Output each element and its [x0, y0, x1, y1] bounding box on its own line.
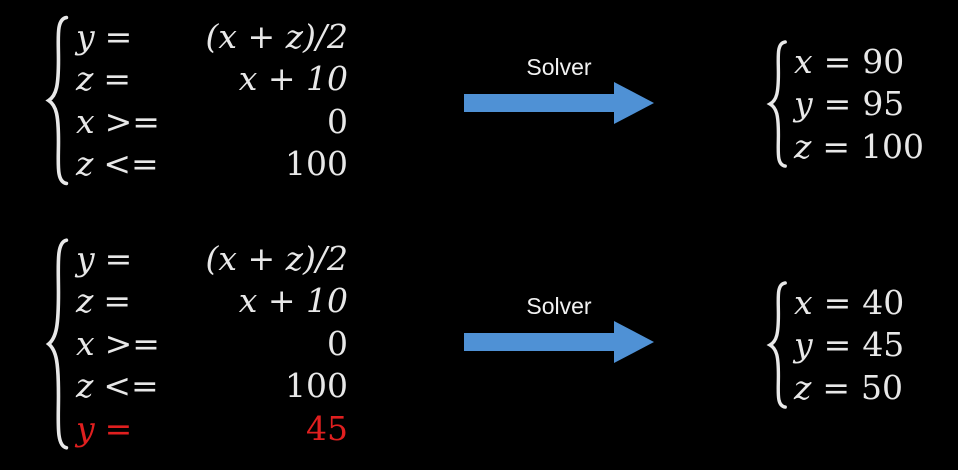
- relation: =: [104, 238, 133, 278]
- arrow-body: [464, 333, 615, 351]
- solution-row: x=40: [794, 281, 904, 324]
- constraint-lhs: z=: [76, 281, 131, 320]
- value: 95: [862, 84, 905, 124]
- solution-row: y=45: [794, 324, 904, 367]
- variable: y: [76, 238, 95, 278]
- constraint-row: z<= 100: [76, 143, 348, 186]
- constraint-row: x>= 0: [76, 322, 348, 365]
- expression: x + 10: [238, 281, 348, 321]
- variable: y: [794, 325, 813, 365]
- solution-row: x=90: [794, 40, 924, 83]
- expression: 0: [327, 101, 348, 141]
- constraint-lhs: y=: [76, 409, 132, 448]
- constraint-row-added-red: y= 45: [76, 407, 348, 450]
- variable: z: [76, 59, 94, 99]
- variable: z: [76, 281, 94, 321]
- arrow-head: [614, 321, 654, 363]
- constraint-lhs: z<=: [76, 366, 159, 405]
- solution-row: y=95: [794, 83, 924, 126]
- solver-label: Solver: [526, 54, 592, 80]
- expression: 45: [306, 408, 348, 448]
- relation: <=: [103, 366, 159, 406]
- solution-rows: x=90 y=95 z=100: [794, 40, 924, 168]
- variable: x: [76, 101, 95, 141]
- solution-row: z=50: [794, 366, 904, 409]
- variable: y: [76, 16, 95, 56]
- expression: 100: [285, 144, 348, 184]
- solver-block-top: Solver: [464, 53, 654, 124]
- relation: >=: [104, 101, 160, 141]
- variable: x: [794, 282, 813, 322]
- arrow-head: [614, 82, 654, 124]
- solver-arrow-icon: [464, 321, 654, 363]
- solver-arrow-icon: [464, 82, 654, 124]
- constraint-row: y= (x + z)/2: [76, 15, 348, 58]
- variable: z: [794, 367, 812, 407]
- left-brace-icon: [44, 15, 72, 186]
- constraint-lhs: x>=: [76, 102, 160, 141]
- arrow-body: [464, 94, 615, 112]
- constraint-lhs: y=: [76, 17, 132, 56]
- constraint-lhs: z=: [76, 59, 131, 98]
- constraint-row: z<= 100: [76, 365, 348, 408]
- constraint-lhs: y=: [76, 239, 132, 278]
- relation: =: [104, 16, 133, 56]
- variable: x: [794, 41, 813, 81]
- constraint-rows: y= (x + z)/2 z= x + 10 x>= 0 z<= 100: [76, 15, 348, 185]
- variable: z: [794, 126, 812, 166]
- variable: z: [76, 144, 94, 184]
- constraint-row: y= (x + z)/2: [76, 237, 348, 280]
- solver-block-bottom: Solver: [464, 292, 654, 363]
- left-brace-icon: [766, 40, 790, 168]
- expression: 100: [285, 366, 348, 406]
- relation: =: [822, 126, 851, 166]
- left-brace-icon: [44, 237, 72, 451]
- variable: z: [76, 366, 94, 406]
- relation: =: [823, 84, 852, 124]
- variable: x: [76, 323, 95, 363]
- constraint-lhs: x>=: [76, 324, 160, 363]
- solver-label: Solver: [526, 293, 592, 319]
- solution-set-top: x=90 y=95 z=100: [766, 40, 926, 168]
- relation: =: [823, 325, 852, 365]
- constraint-rows: y= (x + z)/2 z= x + 10 x>= 0 z<= 100 y= …: [76, 237, 348, 450]
- relation: =: [104, 408, 133, 448]
- relation: =: [103, 59, 132, 99]
- relation: <=: [103, 144, 159, 184]
- expression: 0: [327, 323, 348, 363]
- value: 100: [861, 126, 925, 166]
- variable: y: [76, 408, 95, 448]
- relation: =: [823, 41, 852, 81]
- solution-set-bottom: x=40 y=45 z=50: [766, 281, 926, 409]
- variable: y: [794, 84, 813, 124]
- relation: =: [103, 281, 132, 321]
- expression: (x + z)/2: [205, 16, 349, 56]
- value: 50: [861, 367, 904, 407]
- relation: =: [822, 367, 851, 407]
- solution-rows: x=40 y=45 z=50: [794, 281, 904, 409]
- constraint-lhs: z<=: [76, 144, 159, 183]
- value: 40: [862, 282, 905, 322]
- constraint-row: x>= 0: [76, 100, 348, 143]
- constraint-row: z= x + 10: [76, 58, 348, 101]
- constraint-system-top: y= (x + z)/2 z= x + 10 x>= 0 z<= 100: [44, 15, 354, 186]
- constraint-system-bottom: y= (x + z)/2 z= x + 10 x>= 0 z<= 100 y= …: [44, 237, 354, 451]
- value: 90: [862, 41, 905, 81]
- relation: =: [823, 282, 852, 322]
- expression: (x + z)/2: [205, 238, 349, 278]
- left-brace-icon: [766, 281, 790, 409]
- solution-row: z=100: [794, 125, 924, 168]
- constraint-row: z= x + 10: [76, 280, 348, 323]
- relation: >=: [104, 323, 160, 363]
- value: 45: [862, 325, 905, 365]
- expression: x + 10: [238, 59, 348, 99]
